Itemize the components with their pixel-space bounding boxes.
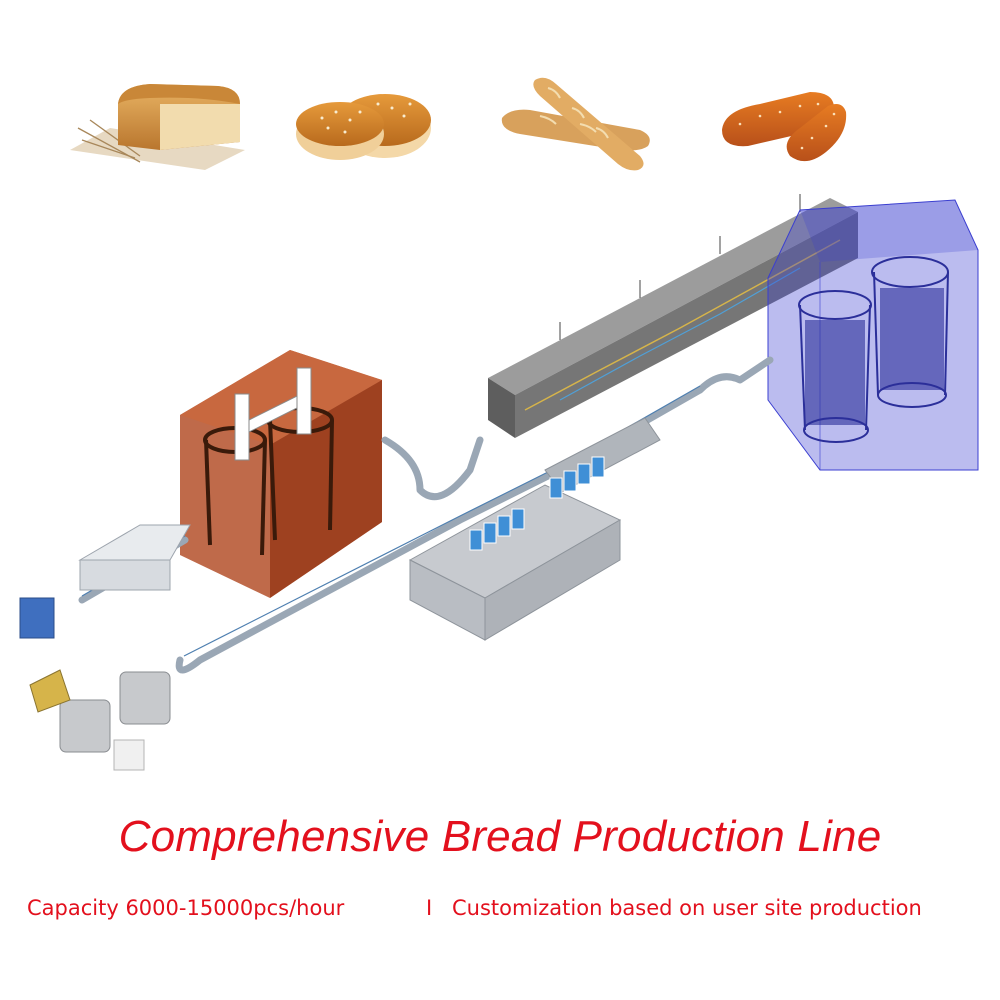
capacity-text: Capacity 6000-15000pcs/hour xyxy=(27,896,345,920)
spiral-cooler xyxy=(767,199,979,471)
subtitle-line: Capacity 6000-15000pcs/hour I Customizat… xyxy=(0,896,1000,930)
bread-products-illustration xyxy=(70,77,847,171)
separator: I xyxy=(426,896,433,920)
page-title: Comprehensive Bread Production Line xyxy=(118,812,882,861)
hot-dog-bun-icon xyxy=(722,92,847,162)
production-line-illustration xyxy=(19,194,979,771)
loaf-bread-icon xyxy=(70,84,245,170)
customization-text: Customization based on user site product… xyxy=(452,896,922,920)
baguette-icon xyxy=(501,77,650,171)
packaging-station xyxy=(408,417,661,641)
dough-mixers xyxy=(19,524,191,771)
burger-bun-icon xyxy=(296,94,431,160)
proofer-chamber xyxy=(180,350,382,598)
